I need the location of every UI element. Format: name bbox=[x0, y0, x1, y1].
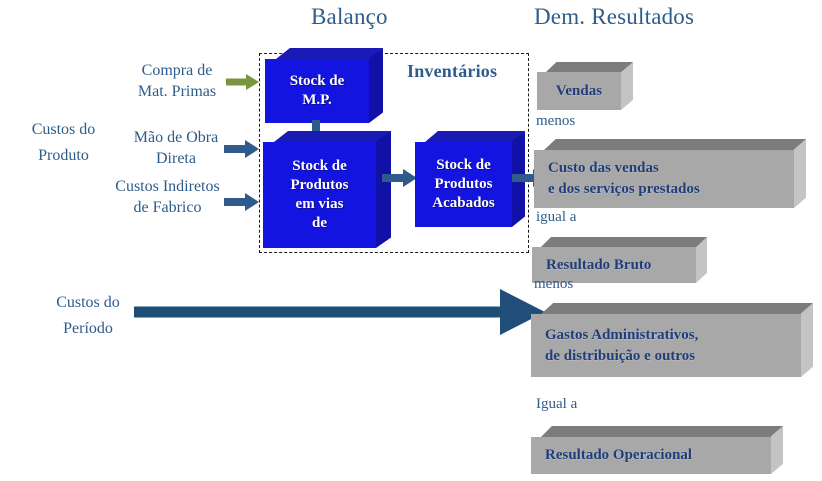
box-front-face: Gastos Administrativos, de distribuição … bbox=[531, 314, 801, 377]
box-top-face bbox=[544, 139, 806, 150]
box-front-face: Resultado Bruto bbox=[532, 247, 696, 283]
box-label-line-1: Stock de bbox=[292, 158, 347, 174]
section-title-balanco: Balanço bbox=[311, 4, 388, 29]
box-label-line-2: Produtos bbox=[290, 177, 349, 193]
box-label-line-2: de distribuição e outros bbox=[545, 347, 696, 364]
box-label-line-1: Vendas bbox=[555, 82, 603, 99]
box-label-line-2: M.P. bbox=[302, 92, 332, 108]
box-front-face: Stock de Produtos Acabados bbox=[415, 142, 512, 227]
box-front-face: Vendas bbox=[537, 72, 621, 110]
box-top-face bbox=[541, 303, 813, 314]
cost-group-period-line1: Custos do bbox=[56, 294, 120, 311]
box-label-line-3: Acabados bbox=[432, 195, 495, 211]
box-side-face bbox=[696, 237, 707, 283]
cost-group-product-line1: Custos do bbox=[31, 121, 96, 138]
box-side-face bbox=[376, 131, 391, 248]
input-raw-material-line2: Mat. Primas bbox=[137, 83, 217, 100]
box-label-line-2: Produtos bbox=[434, 176, 493, 192]
box-top-face bbox=[274, 131, 391, 142]
connector-igual-2: Igual a bbox=[536, 396, 578, 412]
box-front-face: Stock de Produtos em vias de bbox=[263, 142, 376, 248]
input-direct-labor-line2: Direta bbox=[156, 150, 196, 167]
box-label-line-2: e dos serviços prestados bbox=[548, 181, 700, 197]
input-label-indirect-costs: Custos Indiretos de Fabrico bbox=[97, 176, 238, 218]
box-stock-finished-goods[interactable]: Stock de Produtos Acabados bbox=[415, 131, 525, 227]
connector-igual-1: igual a bbox=[536, 209, 577, 225]
box-label-line-1: Stock de bbox=[289, 73, 345, 89]
connector-menos-1: menos bbox=[536, 113, 576, 129]
input-direct-labor-line1: Mão de Obra bbox=[133, 129, 219, 146]
input-raw-material-line1: Compra de bbox=[141, 62, 213, 79]
box-front-face: Stock de M.P. bbox=[265, 59, 369, 123]
box-stock-work-in-progress[interactable]: Stock de Produtos em vias de bbox=[263, 131, 391, 248]
box-label-line-1: Resultado Bruto bbox=[546, 256, 652, 273]
section-title-inventarios: Inventários bbox=[407, 61, 498, 81]
box-front-face: Custo das vendas e dos serviços prestado… bbox=[534, 150, 794, 208]
box-administrative-expenses[interactable]: Gastos Administrativos, de distribuição … bbox=[531, 303, 813, 377]
box-side-face bbox=[771, 426, 783, 474]
box-top-face bbox=[546, 62, 633, 72]
box-top-face bbox=[276, 48, 383, 59]
box-top-face bbox=[541, 237, 707, 247]
box-side-face bbox=[801, 303, 813, 377]
input-label-raw-material-purchase: Compra de Mat. Primas bbox=[118, 60, 236, 102]
box-gross-profit[interactable]: Resultado Bruto bbox=[532, 237, 707, 283]
cost-group-period-line2: Período bbox=[63, 320, 113, 337]
input-indirect-costs-line1: Custos Indiretos bbox=[115, 178, 220, 195]
box-stock-raw-materials[interactable]: Stock de M.P. bbox=[265, 48, 383, 123]
box-front-face: Resultado Operacional bbox=[531, 437, 771, 474]
box-side-face bbox=[369, 48, 383, 123]
balance-sheet-group-boundary bbox=[259, 53, 529, 253]
box-cost-of-sales[interactable]: Custo das vendas e dos serviços prestado… bbox=[534, 139, 806, 208]
cost-group-product-line2: Produto bbox=[38, 147, 89, 164]
cost-group-product: Custos do Produto bbox=[6, 117, 121, 169]
box-label-line-4: de bbox=[312, 215, 327, 231]
box-side-face bbox=[794, 139, 806, 208]
box-operating-result[interactable]: Resultado Operacional bbox=[531, 426, 783, 474]
box-top-face bbox=[541, 426, 783, 437]
box-label-line-1: Gastos Administrativos, bbox=[545, 326, 699, 343]
box-label-line-1: Resultado Operacional bbox=[545, 447, 693, 463]
box-label-line-1: Custo das vendas bbox=[548, 160, 659, 176]
cost-group-period: Custos do Período bbox=[28, 290, 148, 342]
input-label-direct-labor: Mão de Obra Direta bbox=[114, 127, 238, 169]
box-sales[interactable]: Vendas bbox=[537, 62, 633, 110]
input-indirect-costs-line2: de Fabrico bbox=[133, 199, 202, 216]
section-title-dem-resultados: Dem. Resultados bbox=[534, 4, 695, 29]
connector-menos-2: menos bbox=[534, 276, 574, 292]
box-label-line-1: Stock de bbox=[436, 157, 491, 173]
box-top-face bbox=[425, 131, 525, 142]
box-label-line-3: em vias bbox=[295, 196, 344, 212]
box-side-face bbox=[621, 62, 633, 110]
